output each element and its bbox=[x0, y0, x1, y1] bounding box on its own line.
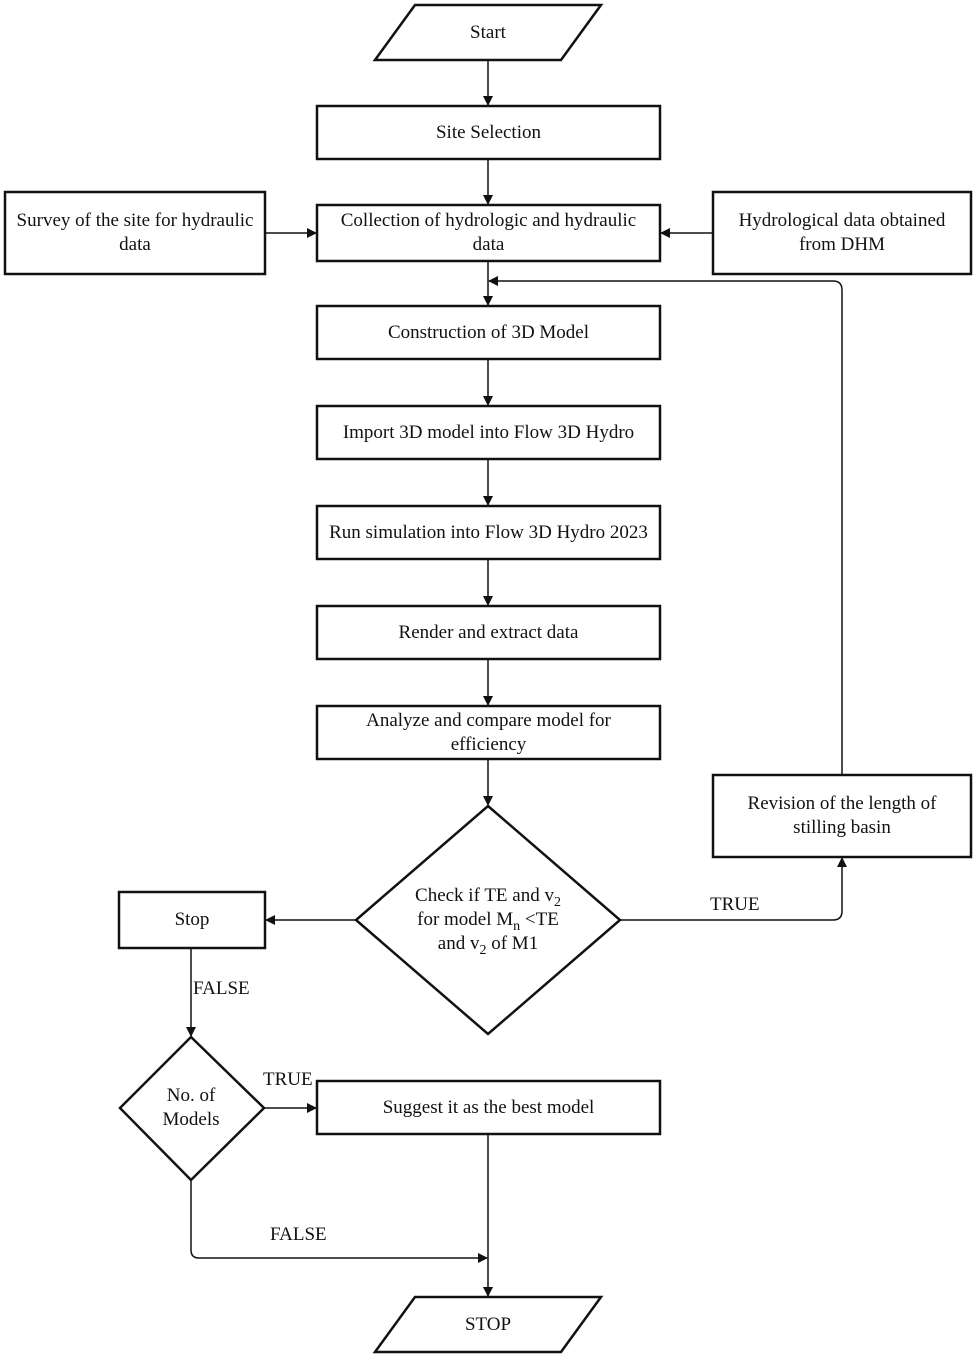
stop-box-label: Stop bbox=[174, 909, 210, 930]
false-stop-label: FALSE bbox=[193, 978, 250, 999]
check-decision-line-2: for model Mn <TE bbox=[417, 909, 559, 934]
construction-label: Construction of 3D Model bbox=[387, 321, 590, 343]
suggest-label: Suggest it as the best model bbox=[382, 1096, 595, 1118]
models-decision-label: No. of Models bbox=[162, 1085, 220, 1130]
render-label: Render and extract data bbox=[398, 621, 579, 643]
site-selection-label: Site Selection bbox=[435, 121, 541, 143]
analyze-label: Analyze and compare model for efficiency bbox=[366, 709, 611, 755]
true-revision-label: TRUE bbox=[710, 894, 760, 915]
revision-label: Revision of the length of stilling basin bbox=[747, 793, 937, 838]
import-label: Import 3D model into Flow 3D Hydro bbox=[342, 421, 635, 443]
hydrological-data-label: Hydrological data obtained from DHM bbox=[738, 210, 946, 255]
check-decision-label: Check if TE and v2 for model Mn <TE and … bbox=[386, 872, 590, 968]
start-label: Start bbox=[470, 21, 506, 43]
survey-label: Survey of the site for hydraulic data bbox=[16, 210, 254, 255]
end-label: STOP bbox=[464, 1313, 512, 1335]
check-decision-diamond bbox=[354, 804, 622, 1036]
false-end-label: FALSE bbox=[270, 1224, 327, 1245]
true-suggest-label: TRUE bbox=[263, 1069, 313, 1090]
collection-label: Collection of hydrologic and hydraulic d… bbox=[340, 210, 637, 255]
arrow-check-to-revision bbox=[620, 857, 847, 921]
check-decision-line-1: Check if TE and v2 bbox=[415, 885, 561, 910]
end-shape bbox=[372, 1295, 604, 1354]
start-shape bbox=[372, 3, 604, 62]
run-label: Run simulation into Flow 3D Hydro 2023 bbox=[329, 521, 648, 543]
arrow-revision-loop bbox=[488, 276, 843, 775]
arrow-models-to-end-connector bbox=[190, 1180, 488, 1263]
check-decision-line-3: and v2 of M1 bbox=[437, 933, 539, 958]
